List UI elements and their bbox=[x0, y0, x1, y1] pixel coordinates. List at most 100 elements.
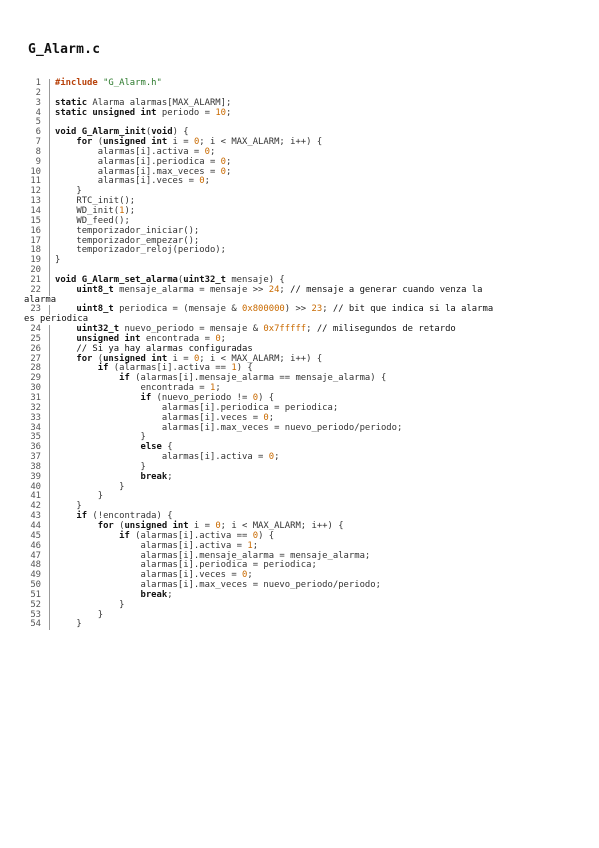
line-number: 52 bbox=[30, 599, 41, 610]
line-number: 4 bbox=[35, 107, 41, 118]
code-line: 11 alarmas[i].veces = 0; bbox=[22, 177, 582, 188]
gutter-divider bbox=[49, 433, 50, 444]
line-number: 48 bbox=[30, 560, 41, 571]
code-text: alarmas[i].veces = 0; bbox=[55, 570, 253, 581]
gutter-divider bbox=[49, 462, 50, 473]
code-text: uint8_t periodica = (mensaje & 0x800000)… bbox=[76, 304, 494, 315]
code-line: 31 if (nuevo_periodo != 0) { bbox=[22, 393, 582, 404]
code-line: 49 alarmas[i].veces = 0; bbox=[22, 570, 582, 582]
line-number: 37 bbox=[30, 452, 41, 463]
code-line: 12 } bbox=[22, 186, 582, 198]
gutter-divider bbox=[49, 108, 50, 119]
code-line: 39 break; bbox=[22, 471, 582, 483]
line-number: 9 bbox=[35, 156, 41, 167]
gutter-divider bbox=[49, 79, 50, 89]
code-line: 43 if (!encontrada) { bbox=[22, 511, 582, 522]
code-text: uint32_t nuevo_periodo = mensaje & 0x7ff… bbox=[76, 324, 456, 335]
code-line: 14 WD_init(1); bbox=[22, 205, 582, 217]
code-text: alarmas[i].activa = 1; bbox=[55, 540, 259, 551]
code-line: 10 alarmas[i].max_veces = 0; bbox=[22, 167, 582, 178]
code-text: #include "G_Alarm.h" bbox=[55, 78, 162, 88]
line-number: 7 bbox=[35, 137, 41, 148]
gutter-divider bbox=[49, 354, 50, 365]
line-number: 20 bbox=[30, 265, 41, 276]
code-line: 45 if (alarmas[i].activa == 0) { bbox=[22, 530, 582, 542]
line-number: 27 bbox=[30, 353, 41, 364]
gutter-divider bbox=[49, 246, 50, 257]
gutter-divider bbox=[49, 492, 50, 503]
code-line: 32 alarmas[i].periodica = periodica; bbox=[22, 402, 582, 414]
gutter-divider bbox=[49, 374, 50, 385]
gutter-divider bbox=[49, 325, 50, 335]
code-text: for (unsigned int i = 0; i < MAX_ALARM; … bbox=[76, 353, 323, 364]
line-number: 31 bbox=[30, 393, 41, 403]
gutter-divider bbox=[49, 423, 50, 434]
code-line: 18 temporizador_reloj(periodo); bbox=[22, 245, 582, 257]
line-number: 49 bbox=[30, 570, 41, 581]
line-number: 2 bbox=[35, 87, 41, 98]
line-number: 51 bbox=[30, 589, 41, 600]
code-line: 7 for (unsigned int i = 0; i < MAX_ALARM… bbox=[22, 137, 582, 148]
line-number: 38 bbox=[30, 461, 41, 472]
gutter-divider bbox=[49, 177, 50, 188]
code-line: 22 uint8_t mensaje_alarma = mensaje >> 2… bbox=[22, 285, 582, 296]
code-line: 48 alarmas[i].periodica = periodica; bbox=[22, 560, 582, 572]
gutter-divider bbox=[49, 118, 50, 129]
code-line: 35 } bbox=[22, 432, 582, 444]
gutter-divider bbox=[49, 187, 50, 198]
gutter-divider bbox=[49, 147, 50, 158]
line-number: 5 bbox=[35, 117, 41, 128]
code-text: } bbox=[55, 461, 146, 472]
file-title: G_Alarm.c bbox=[28, 42, 101, 57]
gutter-divider bbox=[49, 561, 50, 572]
line-number: 53 bbox=[30, 609, 41, 620]
gutter-divider bbox=[49, 581, 50, 591]
line-number: 26 bbox=[30, 343, 41, 354]
line-number: 30 bbox=[30, 383, 41, 394]
line-number: 14 bbox=[30, 205, 41, 216]
gutter-divider bbox=[49, 453, 50, 463]
code-line: 46 alarmas[i].activa = 1; bbox=[22, 540, 582, 552]
line-number: 32 bbox=[30, 402, 41, 413]
code-text: if (!encontrada) { bbox=[76, 511, 173, 522]
line-number: 41 bbox=[30, 491, 41, 502]
gutter-divider bbox=[49, 167, 50, 178]
gutter-divider bbox=[49, 502, 50, 513]
code-text: } bbox=[55, 619, 82, 630]
code-text: } bbox=[55, 491, 104, 502]
code-text: alarmas[i].periodica = periodica; bbox=[55, 560, 317, 571]
code-line: 44 for (unsigned int i = 0; i < MAX_ALAR… bbox=[22, 520, 582, 532]
code-line: 34 alarmas[i].max_veces = nuevo_periodo/… bbox=[22, 423, 582, 434]
code-text: void G_Alarm_set_alarma(uint32_t mensaje… bbox=[55, 274, 285, 285]
gutter-divider bbox=[49, 88, 50, 99]
gutter-divider bbox=[49, 334, 50, 345]
code-line: 36 else { bbox=[22, 442, 582, 454]
code-line: 23 uint8_t periodica = (mensaje & 0x8000… bbox=[22, 304, 582, 316]
line-number: 44 bbox=[30, 520, 41, 531]
code-text: if (alarmas[i].activa == 0) { bbox=[119, 530, 275, 541]
code-text: unsigned int encontrada = 0; bbox=[76, 333, 226, 344]
code-line: 8 alarmas[i].activa = 0; bbox=[22, 146, 582, 158]
code-text: break; bbox=[140, 471, 173, 482]
code-line: 41 } bbox=[22, 491, 582, 503]
code-line-wrap: alarma bbox=[22, 295, 582, 306]
code-line: 51 break; bbox=[22, 589, 582, 601]
code-text: } bbox=[55, 432, 146, 443]
code-text: alarmas[i].periodica = 0; bbox=[55, 156, 232, 167]
line-number: 1 bbox=[35, 78, 41, 88]
code-text: temporizador_empezar(); bbox=[55, 235, 200, 246]
code-line: 17 temporizador_empezar(); bbox=[22, 235, 582, 247]
code-text: alarmas[i].activa = 0; bbox=[55, 146, 216, 157]
gutter-divider bbox=[49, 197, 50, 207]
code-line: 54 } bbox=[22, 619, 582, 631]
code-line: 42 } bbox=[22, 501, 582, 513]
line-number: 12 bbox=[30, 186, 41, 197]
code-line: 20​ bbox=[22, 265, 582, 276]
code-line: 19} bbox=[22, 255, 582, 267]
gutter-divider bbox=[49, 157, 50, 168]
code-text: if (nuevo_periodo != 0) { bbox=[140, 393, 275, 403]
code-text: WD_init(1); bbox=[55, 205, 136, 216]
code-line: 53 } bbox=[22, 609, 582, 621]
gutter-divider bbox=[49, 364, 50, 375]
